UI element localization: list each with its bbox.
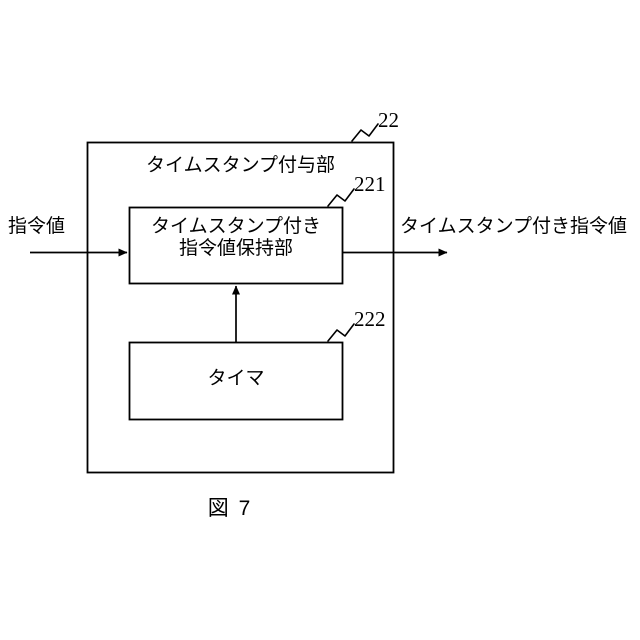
reference-numeral-222: 222 — [354, 307, 386, 331]
reference-numeral-221: 221 — [354, 172, 386, 196]
outer-block-title: タイムスタンプ付与部 — [145, 155, 336, 176]
outer-block-22 — [86, 141, 395, 474]
input-signal-label: 指令値 — [8, 216, 66, 237]
block-221 — [128, 206, 344, 285]
figure-caption: 図 7 — [207, 497, 253, 520]
block-221-label-line1: タイムスタンプ付き — [150, 216, 322, 237]
leader-squiggle-222 — [327, 323, 355, 342]
reference-numeral-22: 22 — [378, 108, 399, 132]
block-222-label: タイマ — [207, 368, 265, 389]
block-222 — [128, 341, 344, 421]
block-221-label-line2: 指令値保持部 — [178, 238, 293, 260]
block-221-label: タイムスタンプ付き 指令値保持部 — [129, 216, 343, 261]
leader-squiggle-221 — [327, 188, 355, 207]
output-signal-label: タイムスタンプ付き指令値 — [400, 216, 628, 237]
leader-squiggle-22 — [351, 123, 379, 142]
